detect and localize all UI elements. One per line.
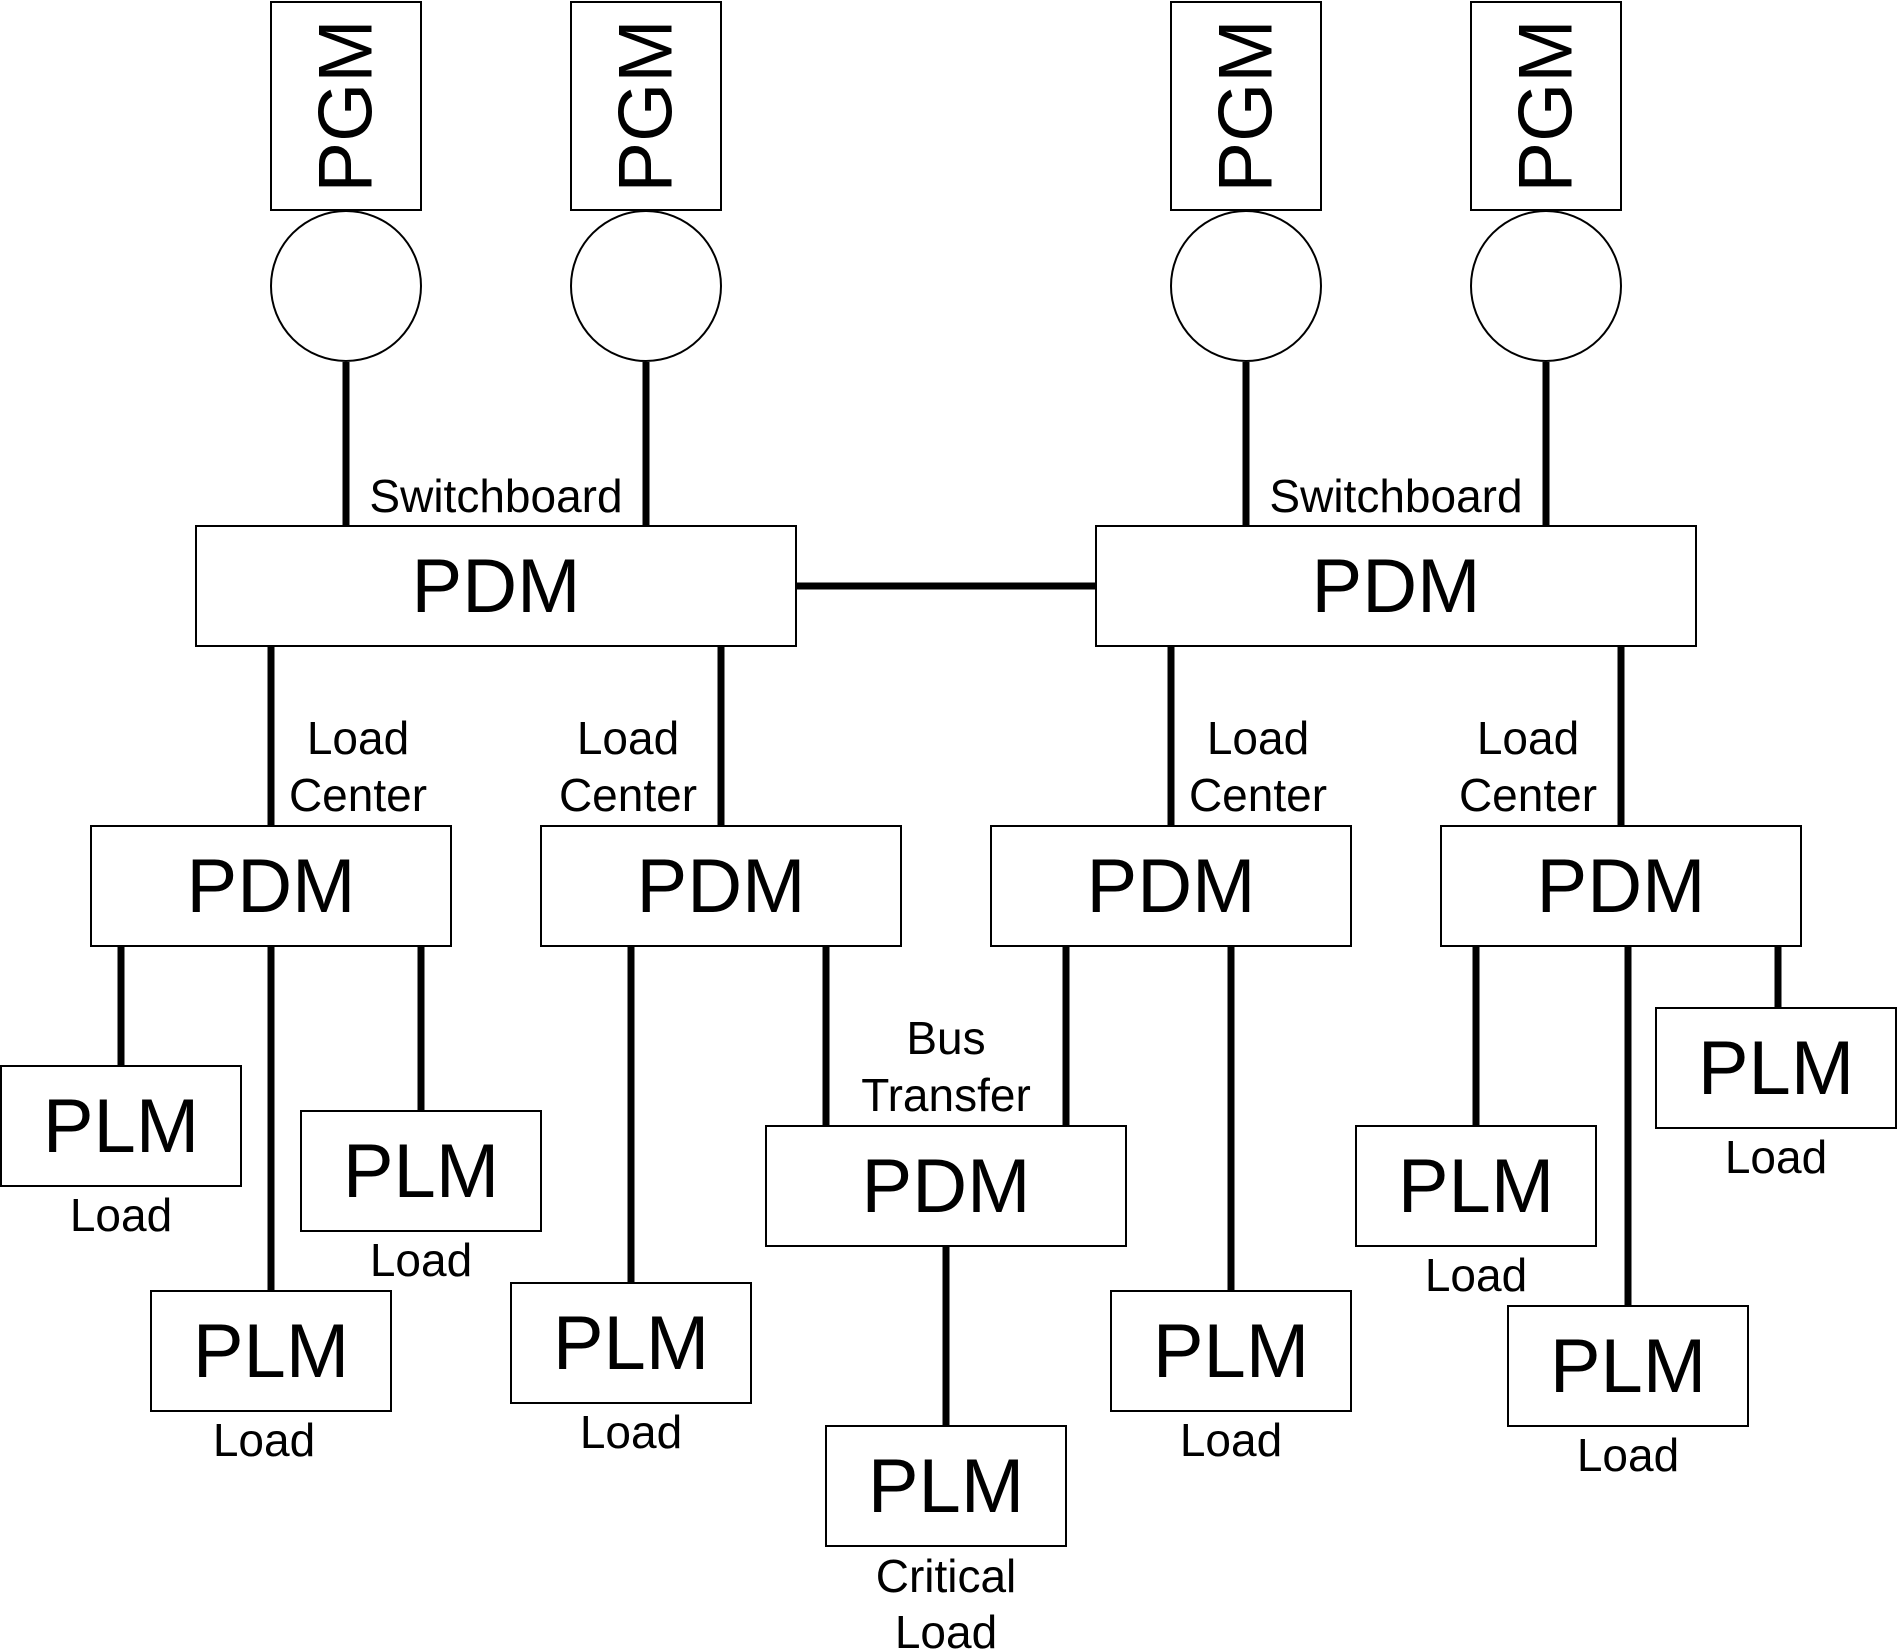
pdm-box [195, 525, 797, 647]
load-center-4: Load Center PDM [1440, 712, 1802, 947]
generator-icon [1170, 210, 1322, 362]
plm-box [825, 1425, 1067, 1547]
load-label: Load [1725, 1131, 1827, 1183]
load-module-9: PLM Load [1655, 1007, 1897, 1183]
load-module-6: PLM Load [1110, 1290, 1352, 1466]
plm-label: PLM [43, 1084, 199, 1169]
load-center-3: Load Center PDM [990, 712, 1352, 947]
load-label: Load [370, 1234, 472, 1286]
pdm-box [540, 825, 902, 947]
generator-icon [1470, 210, 1622, 362]
load-center-label-line1: Load [1207, 712, 1309, 764]
load-module-8: PLM Load [1507, 1305, 1749, 1481]
plm-box [150, 1290, 392, 1412]
generator-icon [570, 210, 722, 362]
pdm-label: PDM [1537, 844, 1706, 929]
pgm-label: PGM [1204, 19, 1289, 192]
plm-label: PLM [1550, 1324, 1706, 1409]
plm-label: PLM [193, 1309, 349, 1394]
load-label: Load [1577, 1429, 1679, 1481]
load-center-label-line1: Load [577, 712, 679, 764]
load-center-label-line2: Center [1189, 769, 1327, 821]
pgm-box [1470, 1, 1622, 211]
pdm-label: PDM [637, 844, 806, 929]
generator-icon [270, 210, 422, 362]
load-module-7: PLM Load [1355, 1125, 1597, 1301]
plm-label: PLM [868, 1444, 1024, 1529]
plm-box [1355, 1125, 1597, 1247]
plm-box [300, 1110, 542, 1232]
connection-lines [117, 362, 1782, 1426]
load-center-label-line1: Load [307, 712, 409, 764]
critical-load-label-line2: Load [895, 1606, 997, 1652]
load-label: Load [1425, 1249, 1527, 1301]
load-module-critical: PLM Critical Load [825, 1425, 1067, 1652]
pdm-label: PDM [1087, 844, 1256, 929]
plm-label: PLM [1398, 1144, 1554, 1229]
load-module-4: PLM Load [510, 1282, 752, 1458]
pdm-label: PDM [412, 544, 581, 629]
pgm-box [570, 1, 722, 211]
plm-box [1110, 1290, 1352, 1412]
load-label: Load [70, 1189, 172, 1241]
pgm-box [1170, 1, 1322, 211]
pdm-label: PDM [1312, 544, 1481, 629]
pgm-label: PGM [304, 19, 389, 192]
switchboard-right: Switchboard PDM [1095, 470, 1697, 647]
pdm-box [765, 1125, 1127, 1247]
pdm-box [90, 825, 452, 947]
critical-load-label-line1: Critical [876, 1550, 1017, 1602]
plm-box [1655, 1007, 1897, 1129]
pgm-label: PGM [1504, 19, 1589, 192]
bus-transfer-label-line2: Transfer [861, 1069, 1031, 1121]
pdm-box [1095, 525, 1697, 647]
pdm-label: PDM [862, 1144, 1031, 1229]
load-center-label-line2: Center [289, 769, 427, 821]
pgm-label: PGM [604, 19, 689, 192]
generator-3: PGM [1170, 1, 1322, 362]
load-center-1: Load Center PDM [90, 712, 452, 947]
load-module-1: PLM Load [0, 1065, 242, 1241]
load-label: Load [1180, 1414, 1282, 1466]
load-center-label-line1: Load [1477, 712, 1579, 764]
switchboard-left: Switchboard PDM [195, 470, 797, 647]
plm-label: PLM [1153, 1309, 1309, 1394]
generator-1: PGM [270, 1, 422, 362]
load-center-label-line2: Center [559, 769, 697, 821]
bus-transfer-label-line1: Bus [906, 1012, 985, 1064]
plm-box [0, 1065, 242, 1187]
pdm-label: PDM [187, 844, 356, 929]
generator-2: PGM [570, 1, 722, 362]
switchboard-label: Switchboard [1269, 470, 1522, 522]
plm-box [510, 1282, 752, 1404]
load-center-2: Load Center PDM [540, 712, 902, 947]
pgm-box [270, 1, 422, 211]
plm-label: PLM [343, 1129, 499, 1214]
plm-box [1507, 1305, 1749, 1427]
bus-transfer: Bus Transfer PDM [765, 1012, 1127, 1247]
load-label: Load [580, 1406, 682, 1458]
pdm-box [1440, 825, 1802, 947]
generator-4: PGM [1470, 1, 1622, 362]
pdm-box [990, 825, 1352, 947]
plm-label: PLM [553, 1301, 709, 1386]
load-module-2: PLM Load [150, 1290, 392, 1466]
load-center-label-line2: Center [1459, 769, 1597, 821]
plm-label: PLM [1698, 1026, 1854, 1111]
load-module-3: PLM Load [300, 1110, 542, 1286]
switchboard-label: Switchboard [369, 470, 622, 522]
load-label: Load [213, 1414, 315, 1466]
